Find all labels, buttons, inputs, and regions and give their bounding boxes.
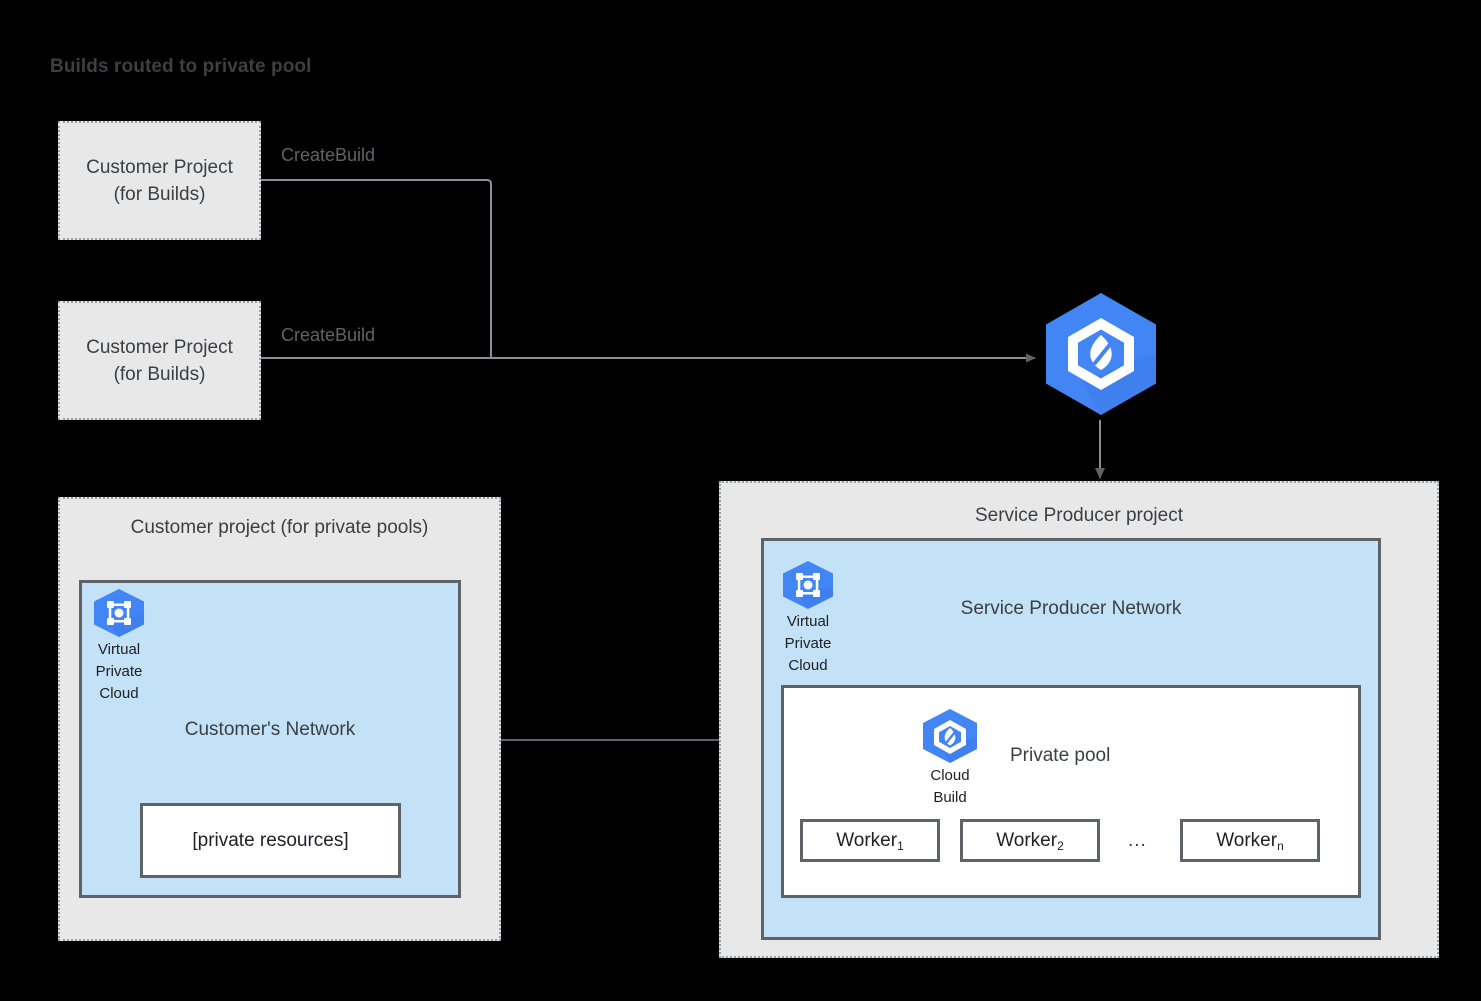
customer-build-project-1-label: Customer Project (for Builds) — [60, 154, 259, 208]
worker-1-label: Worker1 — [836, 829, 904, 853]
worker-n-label: Workern — [1216, 829, 1284, 853]
private-pool-cloud-build-caption-1: Cloud — [930, 767, 970, 784]
private-pool-title: Private pool — [1010, 745, 1111, 766]
edge-label-createbuild-2: CreateBuild — [281, 325, 376, 345]
customer-build-project-2-line2: (for Builds) — [113, 363, 206, 385]
customer-build-project-1-line2: (for Builds) — [113, 183, 206, 205]
edge-label-createbuild-1: CreateBuild — [281, 145, 376, 165]
customer-build-project-2-label: Customer Project (for Builds) — [60, 334, 259, 388]
cloud-build-service-icon-block[interactable] — [1040, 291, 1162, 417]
customer-build-project-2-line1: Customer Project — [86, 336, 233, 358]
customer-vpc-icon-block: Virtual Private Cloud — [90, 588, 148, 704]
private-resources-box[interactable]: [private resources] — [140, 803, 401, 878]
customer-vpc-caption-2: Private — [95, 663, 143, 680]
virtual-private-cloud-icon — [783, 561, 833, 609]
private-pool-box[interactable] — [781, 685, 1361, 898]
producer-vpc-caption-1: Virtual — [786, 613, 830, 630]
customer-build-project-2[interactable]: Customer Project (for Builds) — [58, 301, 261, 420]
private-resources-label: [private resources] — [192, 829, 349, 851]
page-title: Builds routed to private pool — [50, 56, 312, 77]
worker-2-label: Worker2 — [996, 829, 1064, 853]
worker-box-n[interactable]: Workern — [1180, 819, 1320, 862]
customer-build-project-1-line1: Customer Project — [86, 156, 233, 178]
producer-vpc-caption-2: Private — [784, 635, 832, 652]
cloud-build-icon — [923, 709, 977, 763]
customer-vpc-caption-1: Virtual — [97, 641, 141, 658]
customers-network-title: Customer's Network — [184, 719, 356, 740]
worker-box-1[interactable]: Worker1 — [800, 819, 940, 862]
service-producer-project-title: Service Producer project — [974, 505, 1184, 526]
customer-vpc-caption-3: Cloud — [99, 685, 139, 702]
customer-private-pools-project-title: Customer project (for private pools) — [130, 517, 429, 538]
private-pool-cloud-build-icon-block: Cloud Build — [918, 708, 982, 808]
service-producer-network-title: Service Producer Network — [960, 598, 1182, 619]
producer-vpc-caption-3: Cloud — [788, 657, 828, 674]
customer-build-project-1[interactable]: Customer Project (for Builds) — [58, 121, 261, 240]
virtual-private-cloud-icon — [94, 589, 144, 637]
cloud-build-icon — [1046, 293, 1156, 415]
producer-vpc-icon-block: Virtual Private Cloud — [779, 560, 837, 676]
private-pool-cloud-build-caption-2: Build — [933, 789, 967, 806]
workers-ellipsis: ... — [1128, 830, 1147, 851]
worker-box-2[interactable]: Worker2 — [960, 819, 1100, 862]
